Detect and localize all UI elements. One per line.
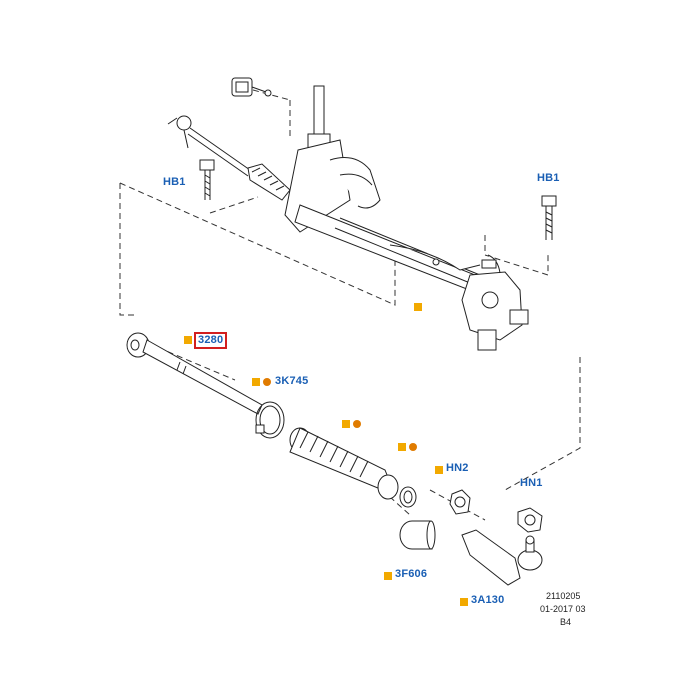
diagram-date: 01-2017 03 [540,604,586,614]
label-3a130: 3A130 [471,594,505,606]
small-clamp [399,486,417,508]
nut-hn2 [449,489,471,515]
marker-dot-clamp [409,443,417,451]
tie-rod-3280 [126,332,263,415]
label-hn1: HN1 [520,477,543,489]
tie-rod-end-3a130 [461,529,543,586]
marker-dot-boot [353,420,361,428]
bolt-hb1-left [199,159,215,200]
marker-square-3k745 [252,378,260,386]
part-link-3280[interactable]: 3280 [194,332,228,349]
label-hb1-right: HB1 [537,172,560,184]
marker-square-3280 [184,336,192,344]
clamp-3k745 [255,401,285,439]
diagram-code: 2110205 [546,591,581,601]
label-hb1-left: HB1 [163,176,186,188]
marker-square-3a130 [460,598,468,606]
label-hn2: HN2 [446,462,469,474]
marker-square-rack [414,303,422,311]
marker-square-clamp [398,443,406,451]
bushing-3f606 [399,520,436,550]
sensor-connector [231,77,272,97]
diagram-page: B4 [560,617,572,627]
rack-boot [289,427,399,500]
marker-dot-3k745 [263,378,271,386]
bolt-hb1-right [541,195,557,240]
steering-rack-assembly [167,85,529,351]
label-3k745: 3K745 [275,375,309,387]
marker-square-3f606 [384,572,392,580]
nut-hn1 [517,507,543,533]
label-3f606: 3F606 [395,568,428,580]
marker-square-boot [342,420,350,428]
marker-square-hn2 [435,466,443,474]
